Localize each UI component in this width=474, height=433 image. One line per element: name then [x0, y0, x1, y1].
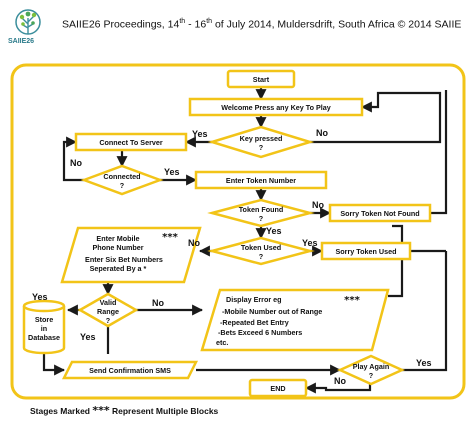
token-used-q: ?	[259, 252, 263, 261]
edge-no-token-used: No	[188, 238, 200, 248]
edge-no-play-again: No	[334, 376, 346, 386]
edge-yes-play-again: Yes	[416, 358, 432, 368]
edge-yes-valid-range: Yes	[32, 292, 48, 302]
enter-token-node: Enter Token Number	[194, 170, 328, 190]
enter-mobile-line4: Seperated By a *	[90, 264, 147, 273]
connectors	[42, 87, 448, 394]
key-pressed-q: ?	[259, 143, 263, 152]
send-sms-label: Send Confirmation SMS	[89, 366, 171, 375]
welcome-label: Welcome Press any Key To Play	[221, 103, 331, 112]
saiie-logo	[15, 9, 41, 35]
sorry-used-label: Sorry Token Used	[336, 247, 397, 256]
page-header: SAIIE26 SAIIE26 Proceedings, 14th - 16th…	[0, 0, 474, 48]
header-text-mid: - 16	[185, 18, 207, 31]
sorry-not-found-node: Sorry Token Not Found	[328, 203, 432, 223]
enter-token-label: Enter Token Number	[226, 176, 296, 185]
header-sup-1: th	[179, 18, 186, 25]
edge-yes-token-used: Yes	[302, 238, 318, 248]
start-node: Start	[226, 69, 296, 89]
token-found-decision: Token Found ?	[207, 198, 315, 228]
edge-no-token-found: No	[312, 200, 324, 210]
token-used-label: Token Used	[241, 243, 281, 252]
edge-yes-valid-sms: Yes	[80, 332, 96, 342]
play-again-decision: Play Again ?	[336, 354, 406, 386]
welcome-node: Welcome Press any Key To Play	[188, 97, 364, 117]
display-error-line5: etc.	[216, 338, 228, 347]
key-pressed-label: Key pressed	[240, 134, 283, 143]
display-error-line4: -Bets Exceed 6 Numbers	[218, 328, 302, 337]
token-found-label: Token Found	[239, 205, 284, 214]
display-error-node: Display Error eg -Mobile Number out of R…	[200, 288, 390, 352]
display-error-stars: ***	[344, 295, 360, 306]
caption-post: Represent Multiple Blocks	[109, 406, 219, 416]
edge-no-connected: No	[70, 158, 82, 168]
sorry-used-node: Sorry Token Used	[320, 241, 412, 261]
header-text-pre: SAIIE26 Proceedings, 14	[62, 18, 180, 31]
edge-yes-token-found: Yes	[266, 226, 282, 236]
header-text-post: of July 2014, Muldersdrift, South Africa…	[212, 18, 462, 31]
store-database-node: Store in Database	[22, 299, 66, 355]
valid-range-line2: Range	[97, 307, 119, 316]
edge-no-valid-range: No	[152, 298, 164, 308]
connected-q: ?	[120, 181, 124, 190]
play-again-q: ?	[369, 371, 373, 380]
caption-stars: ***	[92, 404, 110, 417]
enter-mobile-line2: Phone Number	[92, 243, 143, 252]
end-node: END	[248, 378, 308, 398]
sorry-not-found-label: Sorry Token Not Found	[340, 209, 419, 218]
edge-yes-key-pressed: Yes	[192, 129, 208, 139]
edge-yes-connected: Yes	[164, 167, 180, 177]
store-line3: Database	[28, 333, 60, 342]
store-line1: Store	[35, 315, 53, 324]
end-label: END	[270, 384, 285, 393]
display-error-line2: -Mobile Number out of Range	[222, 307, 322, 316]
play-again-label: Play Again	[353, 362, 389, 371]
edge-no-key-pressed: No	[316, 128, 328, 138]
token-used-decision: Token Used ?	[207, 236, 315, 266]
connected-label: Connected	[103, 172, 140, 181]
enter-mobile-stars: ***	[162, 232, 178, 243]
display-error-line1: Display Error eg	[226, 295, 282, 304]
enter-mobile-line1: Enter Mobile	[96, 234, 139, 243]
proceedings-header: SAIIE26 Proceedings, 14th - 16th of July…	[62, 18, 461, 31]
key-pressed-decision: Key pressed ?	[207, 125, 315, 159]
valid-range-decision: Valid Range ?	[77, 292, 139, 328]
header-sup-2: th	[206, 18, 213, 25]
connected-decision: Connected ?	[80, 164, 164, 196]
valid-range-line1: Valid	[100, 298, 117, 307]
logo-wordmark: SAIIE26	[8, 38, 35, 45]
legend-caption: Stages Marked *** Represent Multiple Blo…	[30, 404, 218, 417]
enter-mobile-node: Enter Mobile Phone Number Enter Six Bet …	[60, 226, 202, 284]
connect-node: Connect To Server	[74, 132, 188, 152]
send-sms-node: Send Confirmation SMS	[61, 360, 199, 380]
token-found-q: ?	[259, 214, 263, 223]
enter-mobile-line3: Enter Six Bet Numbers	[85, 255, 163, 264]
valid-range-line3: ?	[106, 316, 110, 325]
store-line2: in	[41, 324, 47, 333]
caption-pre: Stages Marked	[30, 406, 93, 416]
outer-frame	[10, 63, 466, 400]
display-error-line3: -Repeated Bet Entry	[220, 318, 289, 327]
start-label: Start	[253, 75, 270, 84]
connect-label: Connect To Server	[99, 138, 163, 147]
